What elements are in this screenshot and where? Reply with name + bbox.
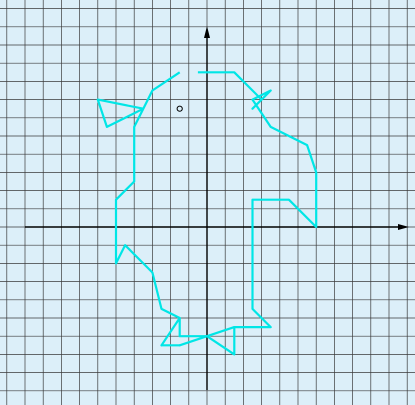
coordinate-grid-diagram [0,0,415,405]
